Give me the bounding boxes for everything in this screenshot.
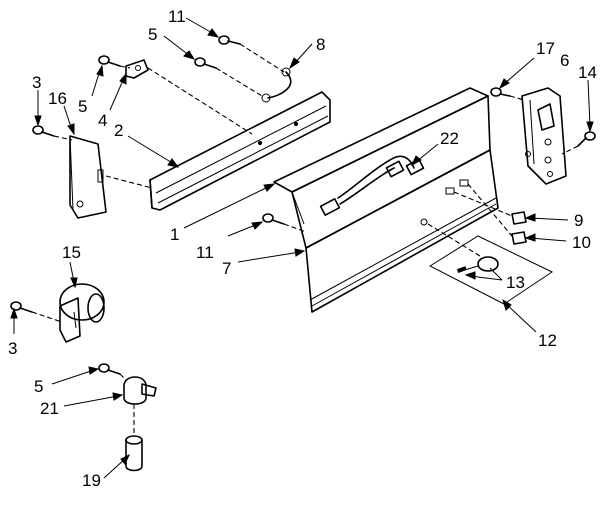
callout-21: 21 bbox=[40, 399, 59, 418]
callout-1: 1 bbox=[170, 225, 179, 244]
assembly-lines bbox=[31, 43, 579, 436]
screw-5-bottom bbox=[98, 363, 121, 375]
callout-6: 6 bbox=[560, 51, 569, 70]
part-6-side-bracket bbox=[521, 87, 567, 185]
callout-8: 8 bbox=[316, 35, 325, 54]
part-9-clip bbox=[511, 211, 527, 225]
screw-3-bottom bbox=[10, 301, 33, 313]
callout-15: 15 bbox=[62, 243, 81, 262]
part-22-wire-harness bbox=[319, 155, 425, 216]
callout-labels: 11 5 8 17 6 14 3 16 5 4 2 22 1 11 7 9 10… bbox=[8, 7, 597, 490]
callout-12: 12 bbox=[538, 331, 557, 350]
callout-3-top: 3 bbox=[32, 73, 41, 92]
callout-4: 4 bbox=[98, 111, 107, 130]
callout-11-top: 11 bbox=[168, 7, 186, 26]
callout-5-left: 5 bbox=[78, 97, 87, 116]
callout-16: 16 bbox=[48, 89, 67, 108]
callout-11-mid: 11 bbox=[196, 243, 214, 262]
callout-3-bottom: 3 bbox=[8, 339, 17, 358]
callout-22: 22 bbox=[440, 129, 459, 148]
part-1-7-control-panel bbox=[273, 87, 499, 313]
part-12-switch-plate bbox=[428, 235, 554, 305]
callout-2: 2 bbox=[114, 121, 123, 140]
part-4-clip bbox=[125, 59, 149, 79]
part-10-clip bbox=[511, 231, 527, 245]
screw-14 bbox=[577, 131, 596, 147]
part-15-thermostat bbox=[59, 283, 105, 343]
callout-14: 14 bbox=[578, 63, 597, 82]
callout-7: 7 bbox=[222, 259, 231, 278]
callout-5-top: 5 bbox=[148, 25, 157, 44]
callout-9: 9 bbox=[574, 211, 583, 230]
part-19-cylinder bbox=[125, 435, 143, 472]
callout-5-bottom: 5 bbox=[34, 377, 43, 396]
screw-17 bbox=[490, 87, 511, 97]
callout-10: 10 bbox=[572, 233, 591, 252]
screw-11-mid bbox=[262, 213, 285, 225]
part-21-clamp bbox=[123, 376, 157, 405]
screws bbox=[10, 35, 596, 375]
part-2-channel-bracket bbox=[149, 91, 331, 211]
screw-5-top bbox=[194, 57, 217, 69]
screw-5-left bbox=[98, 55, 121, 67]
screw-11-top bbox=[218, 35, 241, 45]
part-16-end-plate bbox=[69, 135, 107, 219]
part-8-wire bbox=[261, 67, 292, 103]
callout-13: 13 bbox=[506, 273, 525, 292]
screw-3-top bbox=[32, 125, 55, 137]
callout-17: 17 bbox=[536, 39, 555, 58]
callout-19: 19 bbox=[82, 471, 101, 490]
leader-lines bbox=[10, 17, 594, 479]
